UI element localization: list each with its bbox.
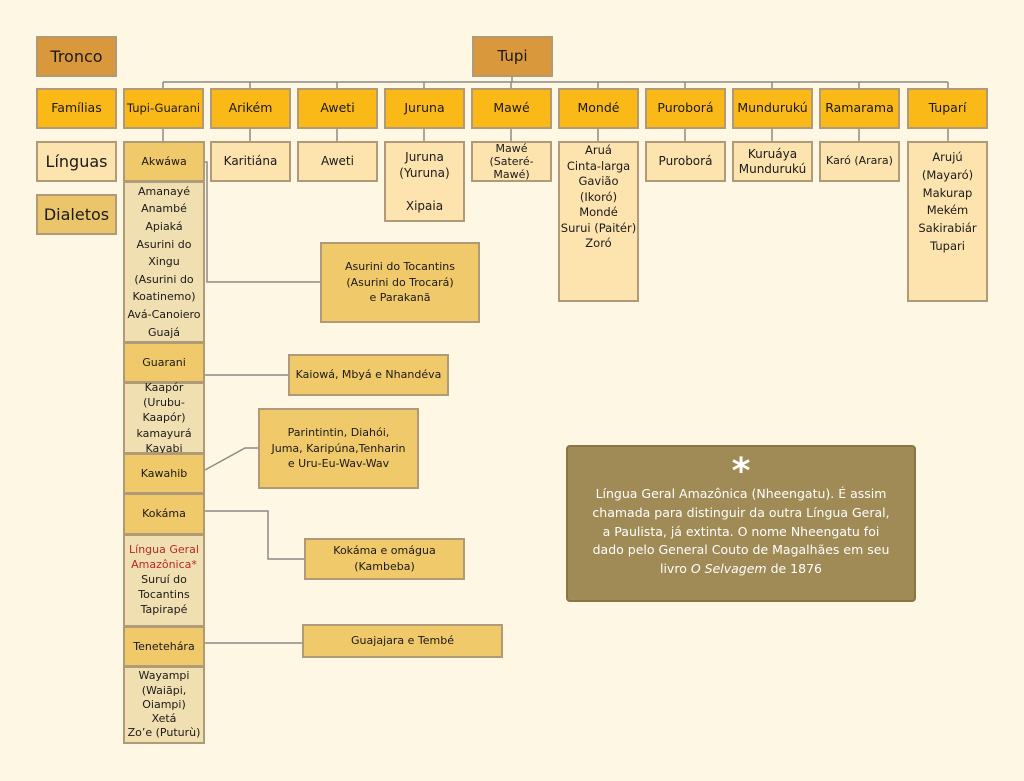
language-akwawa: Akwáwa xyxy=(123,141,205,182)
languages-juruna: Juruna (Yuruna) Xipaia xyxy=(384,141,465,222)
languages-list-4: Wayampi (Waiãpi, Oiampi) Xetá Zo’e (Putu… xyxy=(123,666,205,744)
language-kawahib: Kawahib xyxy=(123,453,205,494)
family-arikem: Arikém xyxy=(210,88,291,129)
dialects-akwawa: Asurini do Tocantins (Asurini do Trocará… xyxy=(320,242,480,323)
dialects-kawahib: Parintintin, Diahói, Juma, Karipúna,Tenh… xyxy=(258,408,419,489)
dialects-kokama: Kokáma e omágua (Kambeba) xyxy=(304,538,465,580)
legend-familias: Famílias xyxy=(36,88,117,129)
language-kokama: Kokáma xyxy=(123,493,205,535)
language-tenetehara: Tenetehára xyxy=(123,626,205,667)
languages-purobora: Puroborá xyxy=(645,141,726,182)
dialects-guarani: Kaiowá, Mbyá e Nhandéva xyxy=(288,354,449,396)
asterisk-icon: * xyxy=(731,451,751,492)
trunk-tupi: Tupi xyxy=(472,36,553,77)
footnote-box: * Língua Geral Amazônica (Nheengatu). É … xyxy=(566,445,916,602)
family-monde: Mondé xyxy=(558,88,639,129)
footnote-book-title: O Selvagem xyxy=(690,561,767,576)
languages-tupari: Arujú (Mayaró) Makurap Mekém Sakirabiár … xyxy=(907,141,988,302)
languages-list-2: Kaapór (Urubu-Kaapór) kamayurá Kayabi xyxy=(123,381,205,455)
family-munduruku: Mundurukú xyxy=(732,88,813,129)
languages-munduruku: Kuruáya Mundurukú xyxy=(732,141,813,182)
languages-monde: Aruá Cinta-larga Gavião (Ikoró) Mondé Su… xyxy=(558,141,639,302)
family-tupi-guarani: Tupi-Guarani xyxy=(123,88,204,129)
lingua-geral-amazonica-link[interactable]: Língua Geral Amazônica* xyxy=(129,543,199,572)
languages-mawe: Mawé (Sateré-Mawé) xyxy=(471,141,552,182)
dialects-tenetehara: Guajajara e Tembé xyxy=(302,624,503,658)
language-guarani: Guarani xyxy=(123,342,205,383)
legend-dialetos: Dialetos xyxy=(36,194,117,235)
family-ramarama: Ramarama xyxy=(819,88,900,129)
languages-ramarama: Karó (Arara) xyxy=(819,141,900,182)
family-aweti: Aweti xyxy=(297,88,378,129)
family-mawe: Mawé xyxy=(471,88,552,129)
legend-linguas: Línguas xyxy=(36,141,117,182)
family-tupari: Tuparí xyxy=(907,88,988,129)
languages-arikem: Karitiána xyxy=(210,141,291,182)
languages-list-1: Amanayé Anambé Apiaká Asurini do Xingu (… xyxy=(123,181,205,343)
footnote-year: de 1876 xyxy=(766,561,822,576)
legend-tronco: Tronco xyxy=(36,36,117,77)
family-purobora: Puroborá xyxy=(645,88,726,129)
footnote-text: Língua Geral Amazônica (Nheengatu). É as… xyxy=(568,485,914,579)
languages-aweti: Aweti xyxy=(297,141,378,182)
languages-list-3-rest: Suruí do Tocantins Tapirapé xyxy=(138,573,190,616)
languages-list-3: Língua Geral Amazônica* Suruí do Tocanti… xyxy=(123,534,205,627)
family-juruna: Juruna xyxy=(384,88,465,129)
footnote-body: Língua Geral Amazônica (Nheengatu). É as… xyxy=(592,486,890,576)
